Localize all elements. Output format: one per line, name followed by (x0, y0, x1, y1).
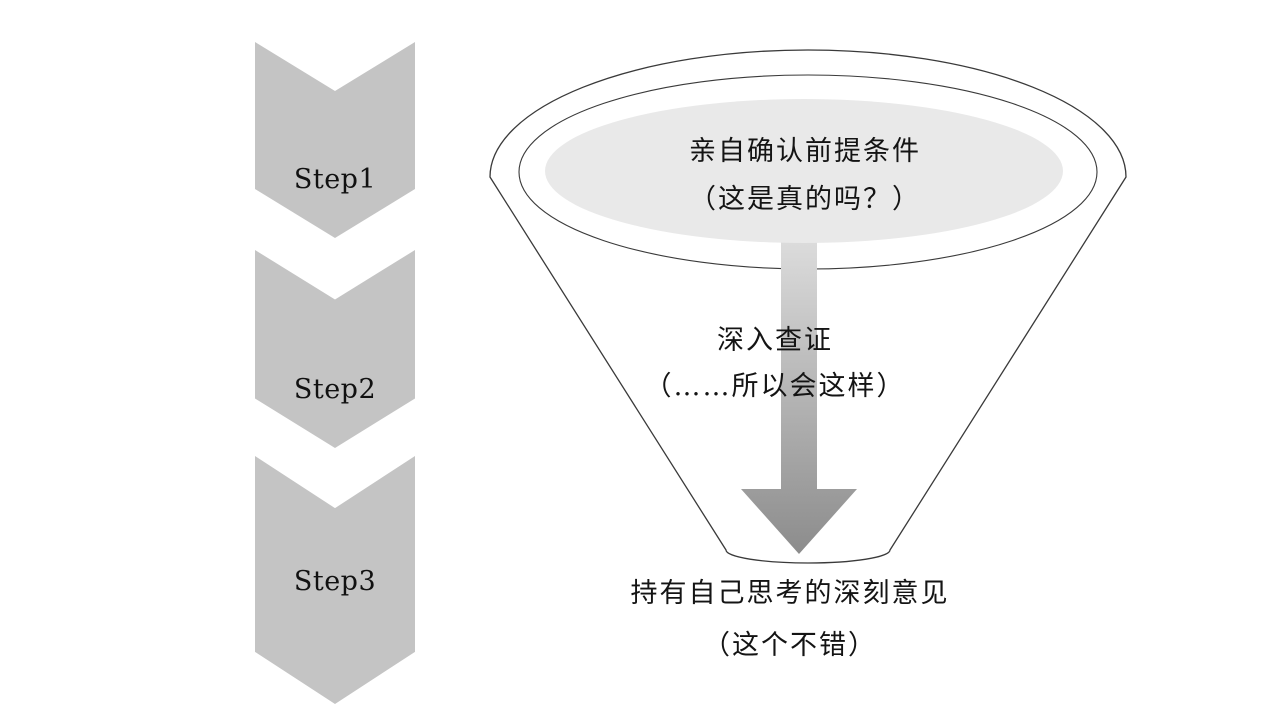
stage2-line2: （……所以会这样） (644, 371, 906, 402)
step1-label: Step1 (293, 164, 377, 195)
stage1-line2: （这是真的吗？） (689, 184, 921, 215)
stage3-line2: （这个不错） (703, 630, 877, 661)
stage1-line1: 亲自确认前提条件 (689, 136, 921, 167)
step2-label: Step2 (293, 374, 377, 405)
stage2-text: 深入查证 （……所以会这样） (555, 318, 995, 410)
funnel-top-ellipse (545, 99, 1063, 243)
stage1-text: 亲自确认前提条件 （这是真的吗？） (545, 128, 1065, 224)
step3-label: Step3 (293, 566, 377, 597)
down-arrow (741, 240, 857, 554)
stage3-text: 持有自己思考的深刻意见 （这个不错） (560, 568, 1020, 672)
stage3-line1: 持有自己思考的深刻意见 (630, 578, 950, 609)
stage2-line1: 深入查证 (717, 325, 833, 356)
